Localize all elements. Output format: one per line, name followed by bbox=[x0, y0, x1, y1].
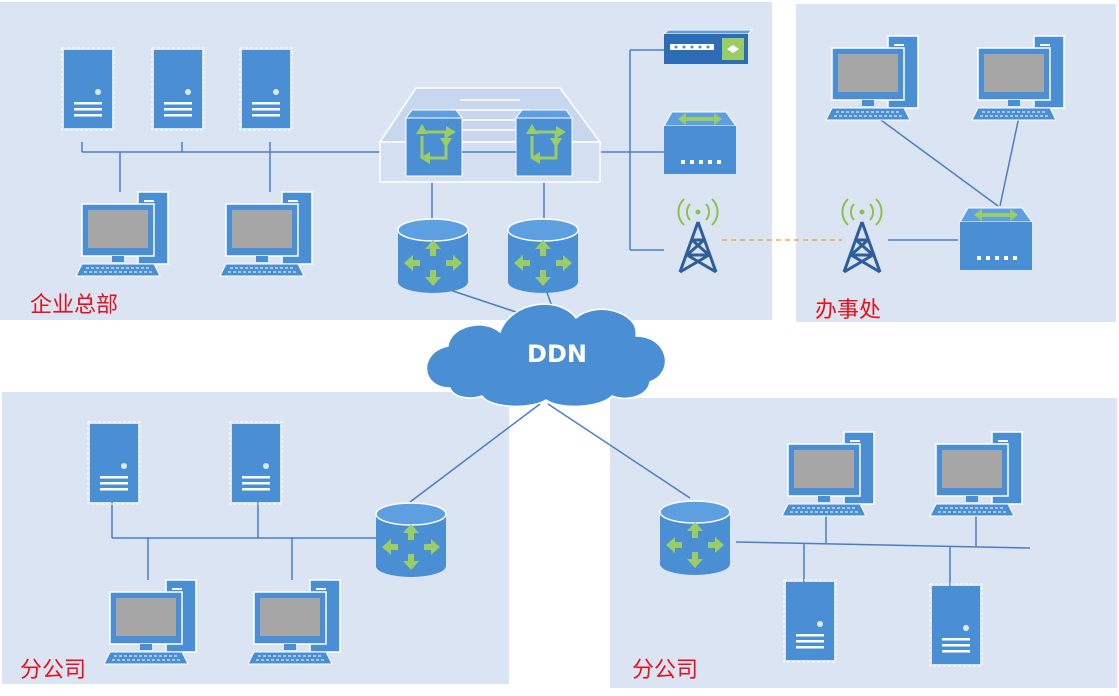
branch-left-pc-2[interactable] bbox=[247, 579, 341, 665]
hq-firewall[interactable] bbox=[662, 29, 754, 64]
branch-right-server-1[interactable] bbox=[783, 579, 837, 663]
label-branch-left: 分公司 bbox=[20, 658, 87, 683]
office-links bbox=[869, 111, 1021, 241]
branch-left-router[interactable] bbox=[375, 502, 447, 578]
office-wireless-tower[interactable] bbox=[840, 197, 884, 274]
hq-server-2[interactable] bbox=[151, 47, 205, 131]
cloud-label: DDN bbox=[527, 340, 587, 368]
core-switch-1[interactable] bbox=[404, 108, 464, 178]
hq-router-1[interactable] bbox=[397, 218, 469, 294]
branch-right-router[interactable] bbox=[659, 500, 731, 576]
office-pc-2[interactable] bbox=[971, 35, 1065, 121]
branch-left-server-1[interactable] bbox=[87, 421, 141, 505]
branch-right-server-2[interactable] bbox=[929, 583, 983, 667]
hq-server-1[interactable] bbox=[61, 47, 115, 131]
hq-pc-2[interactable] bbox=[219, 191, 313, 277]
branch-left-pc-1[interactable] bbox=[103, 579, 197, 665]
label-hq: 企业总部 bbox=[30, 293, 119, 318]
label-office: 办事处 bbox=[815, 298, 882, 323]
core-switch-2[interactable] bbox=[514, 108, 574, 178]
office-switch[interactable] bbox=[959, 207, 1033, 271]
ddn-cloud: DDN bbox=[425, 303, 667, 408]
branch-left-links bbox=[111, 403, 541, 580]
hq-server-3[interactable] bbox=[239, 47, 293, 131]
label-branch-right: 分公司 bbox=[632, 658, 699, 683]
office-pc-1[interactable] bbox=[825, 35, 919, 121]
branch-right-pc-1[interactable] bbox=[781, 431, 875, 517]
hq-router-2[interactable] bbox=[507, 218, 579, 294]
hq-switch[interactable] bbox=[663, 111, 737, 175]
hq-pc-1[interactable] bbox=[75, 191, 169, 277]
branch-right-pc-2[interactable] bbox=[929, 431, 1023, 517]
branch-left-server-2[interactable] bbox=[229, 421, 283, 505]
branch-right-links bbox=[547, 403, 1031, 586]
hq-wireless-tower[interactable] bbox=[676, 197, 720, 274]
